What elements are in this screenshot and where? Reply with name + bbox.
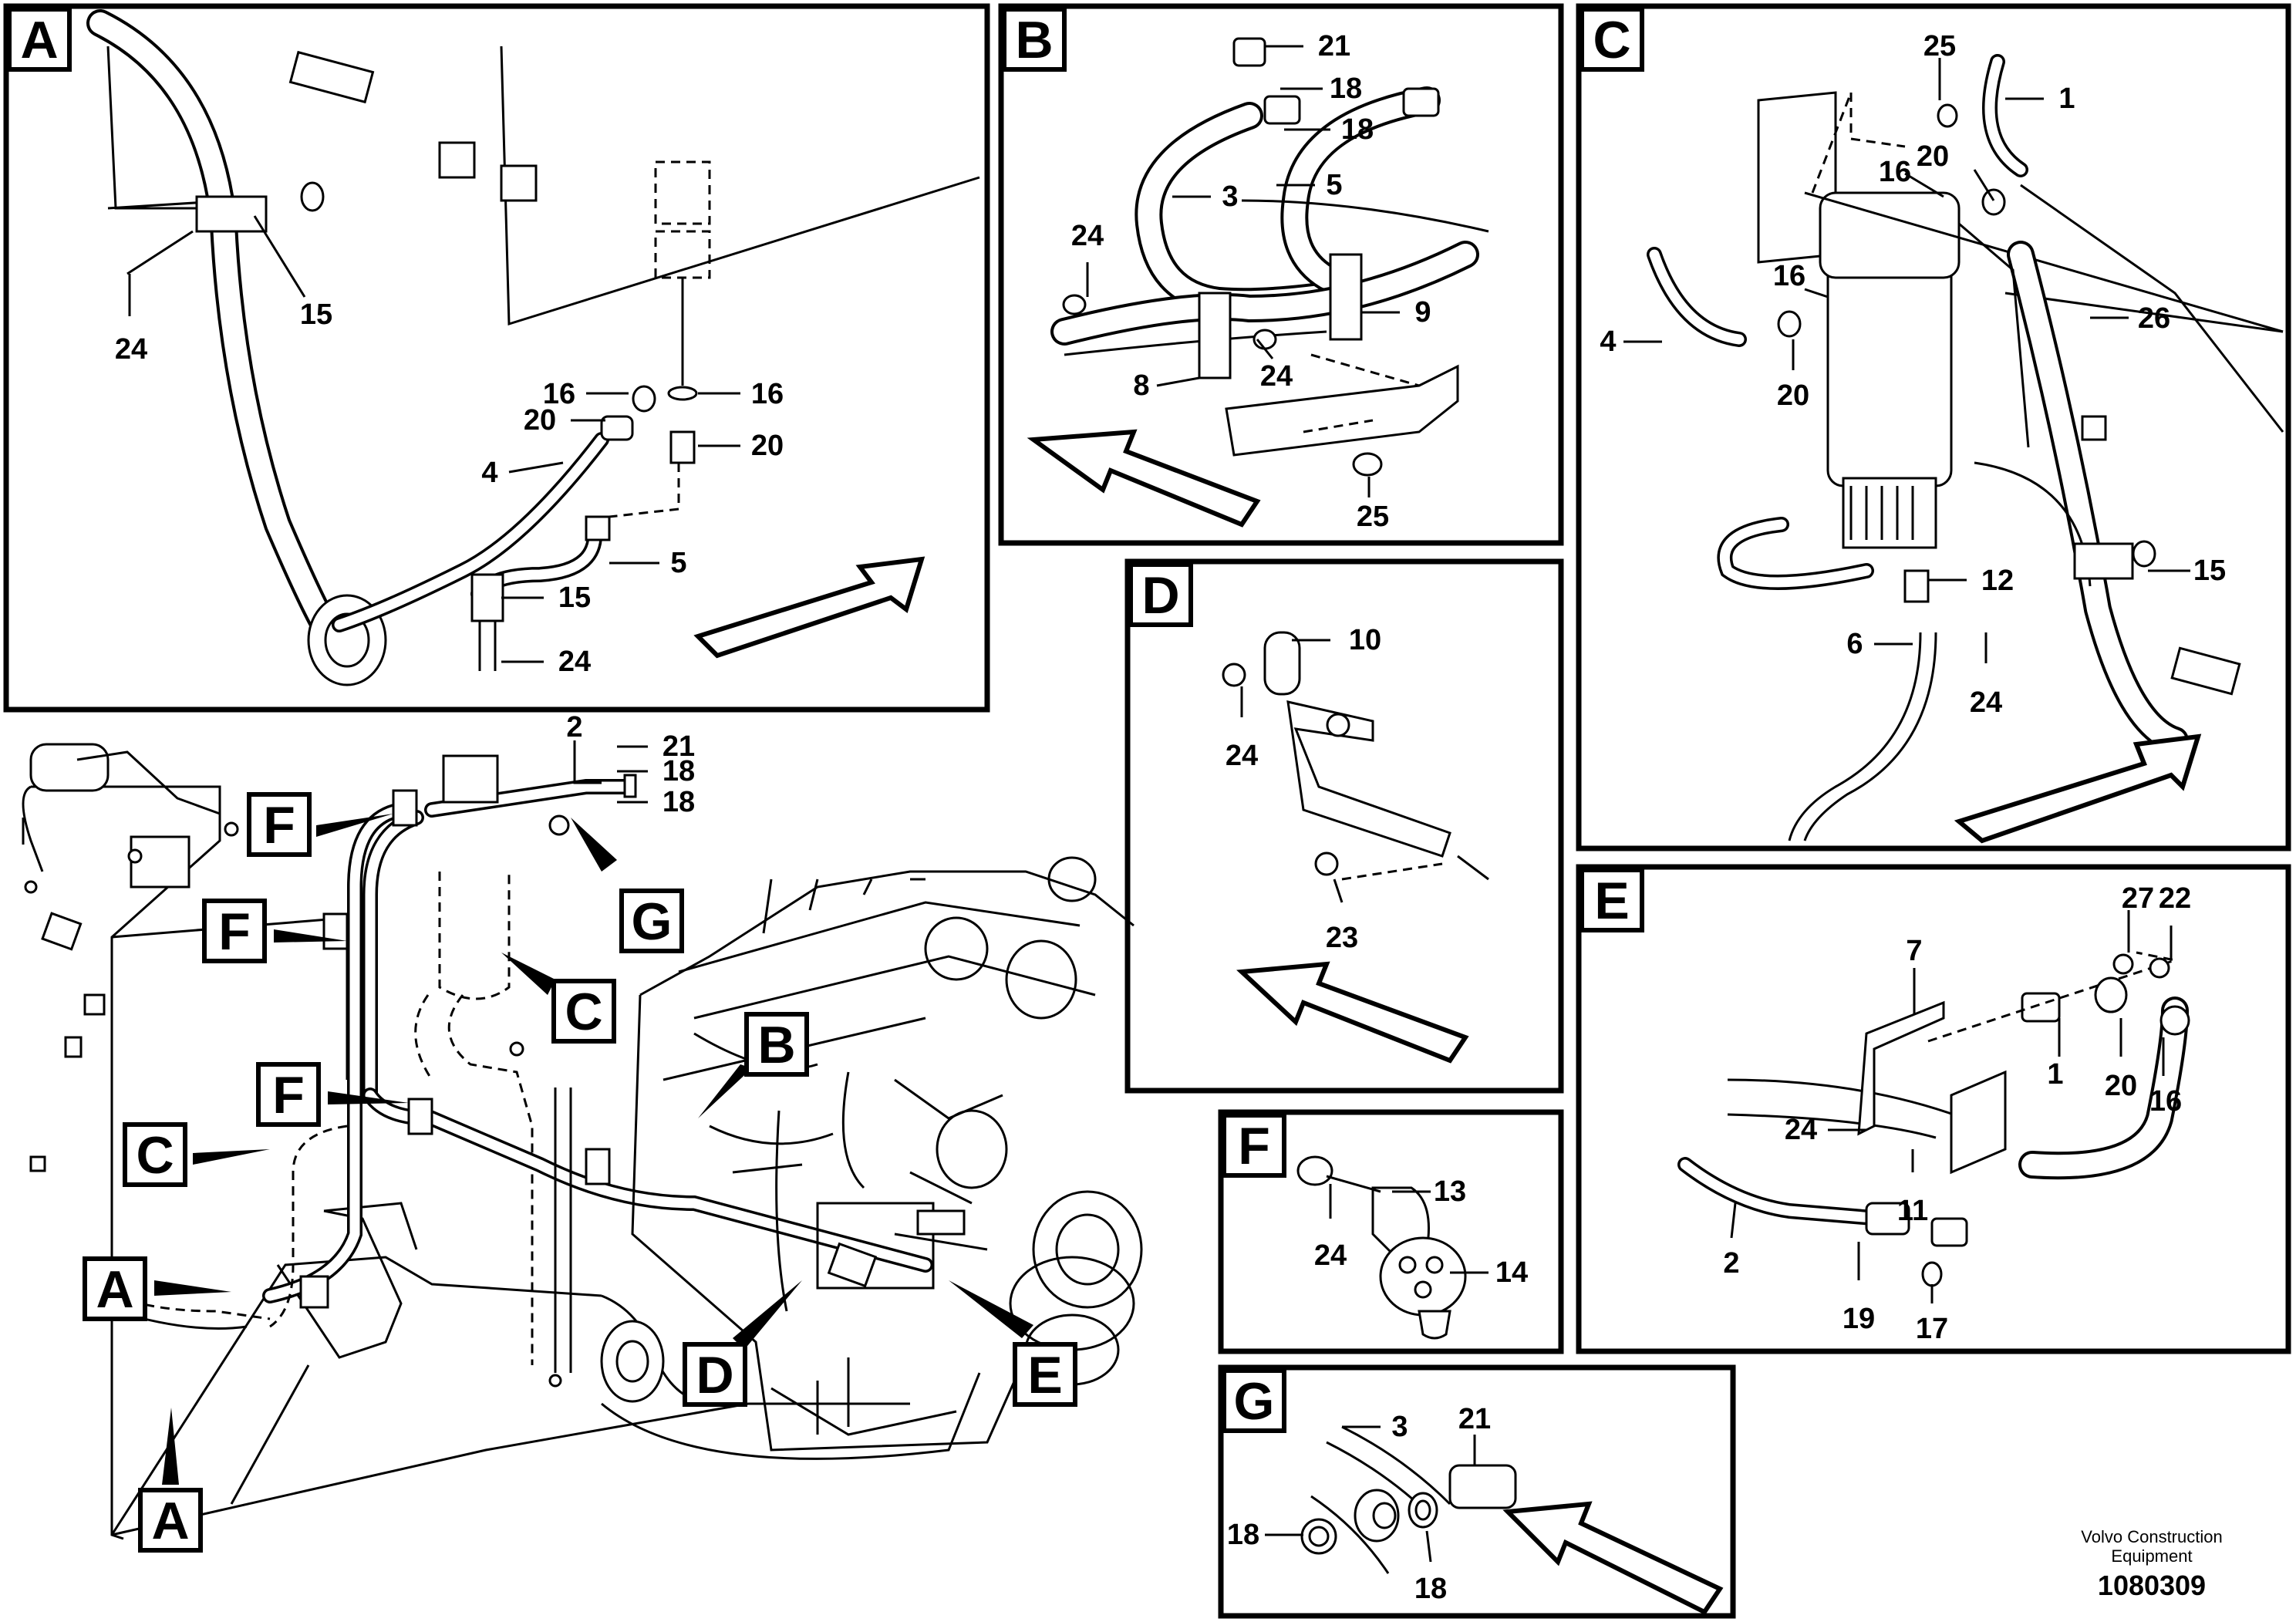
overview-label-b: B	[757, 1016, 795, 1074]
footer-doc-number: 1080309	[2098, 1570, 2206, 1601]
panel-g: G 3 21 18 18	[1218, 1364, 1736, 1619]
callout-c-20-lower: 20	[1777, 379, 1809, 412]
callout-b-3: 3	[1222, 180, 1238, 213]
overview-diagram: 2 21 18 18 F F F G C C B A A	[22, 711, 1143, 1553]
overview-label-a-bottom: A	[151, 1492, 189, 1550]
overview-label-d: D	[696, 1346, 733, 1404]
callout-a-24-top: 24	[115, 333, 147, 366]
panel-f: F 13 24 14	[1218, 1109, 1564, 1354]
callout-d-10: 10	[1349, 624, 1381, 656]
panel-b: B 21 18 18 3 5 24 9 8 24 25	[998, 3, 1564, 546]
panel-c: C 25 1 20 16 16 26 4 20 12 15 6 24	[1576, 3, 2291, 851]
overview-callout-21: 21	[663, 730, 695, 763]
callout-e-1: 1	[2047, 1058, 2063, 1091]
callout-f-14: 14	[1495, 1256, 1528, 1289]
callout-c-20-top: 20	[1917, 140, 1949, 173]
callout-e-22: 22	[2159, 882, 2191, 915]
footer-company-line1: Volvo Construction	[2081, 1527, 2222, 1546]
overview-label-c-right: C	[565, 983, 602, 1041]
panel-e: E 7 27 22 1 20 16 24 11 2 19 17	[1576, 864, 2291, 1354]
callout-a-4: 4	[481, 457, 497, 489]
callout-c-26: 26	[2138, 302, 2170, 335]
callout-a-15-top: 15	[300, 298, 332, 331]
overview-callout-18-top: 18	[663, 755, 695, 787]
callout-a-24-bottom: 24	[558, 646, 591, 678]
callout-e-7: 7	[1906, 935, 1922, 967]
callout-f-24: 24	[1314, 1239, 1347, 1272]
callout-c-25: 25	[1923, 30, 1956, 62]
panel-label-c: C	[1593, 11, 1630, 69]
panel-label-g: G	[1234, 1372, 1275, 1431]
panel-d: D 10 24 23	[1124, 558, 1564, 1094]
callout-e-19: 19	[1843, 1303, 1875, 1335]
callout-a-16-right: 16	[751, 378, 784, 410]
overview-callout-2: 2	[566, 711, 582, 744]
callout-e-20: 20	[2105, 1070, 2137, 1102]
callout-c-4: 4	[1600, 325, 1616, 358]
overview-label-g: G	[632, 892, 673, 951]
panel-label-d: D	[1141, 566, 1179, 625]
callout-a-15-bottom: 15	[558, 582, 591, 614]
panel-label-f: F	[1238, 1117, 1270, 1175]
callout-b-24-mid: 24	[1260, 360, 1293, 393]
callout-d-23: 23	[1326, 922, 1358, 954]
callout-c-6: 6	[1846, 628, 1863, 660]
callout-a-20-right: 20	[751, 430, 784, 462]
overview-label-a-mid: A	[96, 1260, 133, 1319]
callout-b-18-top: 18	[1330, 73, 1362, 105]
callout-b-25: 25	[1357, 501, 1389, 533]
callout-g-3: 3	[1391, 1411, 1408, 1443]
callout-b-18-lower: 18	[1341, 113, 1374, 146]
callout-b-21: 21	[1318, 30, 1350, 62]
panel-label-a: A	[20, 11, 58, 69]
callout-e-11: 11	[1897, 1195, 1928, 1227]
callout-c-12: 12	[1981, 565, 2014, 597]
callout-b-24-left: 24	[1071, 220, 1104, 252]
panel-label-e: E	[1594, 872, 1629, 930]
callout-e-17: 17	[1916, 1313, 1948, 1345]
callout-e-16: 16	[2149, 1085, 2182, 1118]
footer: Volvo Construction Equipment 1080309	[2081, 1527, 2222, 1601]
overview-label-f-mid: F	[218, 902, 251, 961]
callout-b-5: 5	[1326, 169, 1342, 201]
callout-b-9: 9	[1414, 296, 1431, 329]
callout-g-18-bottom: 18	[1414, 1573, 1447, 1605]
callout-g-21: 21	[1458, 1403, 1491, 1435]
callout-a-5: 5	[670, 547, 686, 579]
callout-d-24: 24	[1226, 740, 1258, 772]
overview-callout-18-lower: 18	[663, 786, 695, 818]
callout-a-20-left: 20	[524, 404, 556, 437]
callout-c-24: 24	[1970, 686, 2002, 719]
callout-c-16-top: 16	[1879, 156, 1911, 188]
callout-c-1: 1	[2058, 83, 2075, 115]
callout-f-13: 13	[1434, 1175, 1466, 1208]
overview-label-c-left: C	[136, 1126, 174, 1185]
callout-a-16-left: 16	[543, 378, 575, 410]
callout-c-15: 15	[2193, 555, 2226, 587]
callout-e-24: 24	[1785, 1114, 1817, 1146]
overview-label-f-low: F	[272, 1066, 305, 1125]
callout-e-27: 27	[2122, 882, 2154, 915]
panel-a: A 24 15 16 16 20 20 4 5 15 24	[3, 3, 990, 713]
overview-label-e: E	[1027, 1346, 1062, 1404]
panel-label-b: B	[1015, 11, 1053, 69]
callout-c-16-mid: 16	[1773, 260, 1805, 292]
overview-label-f-top: F	[263, 796, 295, 855]
callout-e-2: 2	[1723, 1247, 1739, 1280]
footer-company-line2: Equipment	[2111, 1546, 2192, 1566]
callout-b-8: 8	[1133, 369, 1149, 402]
callout-g-18-left: 18	[1227, 1519, 1259, 1551]
